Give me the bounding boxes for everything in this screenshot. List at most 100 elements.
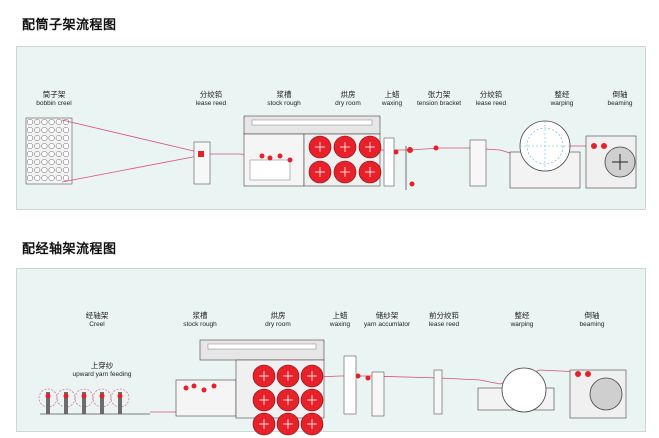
dry-room-rollers-2 [252, 364, 324, 436]
bobbin [41, 118, 48, 126]
bobbin [55, 118, 62, 126]
guide-roller [277, 153, 283, 159]
guide-roller [409, 181, 415, 187]
bobbin [62, 134, 70, 142]
section-1-title: 配筒子架流程图 [22, 18, 117, 33]
bobbin [34, 150, 41, 158]
guide-roller [183, 385, 189, 391]
bobbin [26, 126, 34, 134]
guide-roller [267, 155, 273, 161]
bobbin [34, 126, 41, 134]
bobbin [34, 142, 41, 150]
creel-beam-hub [63, 393, 69, 399]
bobbin [41, 150, 48, 158]
guide-roller [287, 157, 293, 163]
creel-beam-stand [82, 392, 86, 414]
tension-bracket [405, 145, 475, 190]
bobbin [55, 126, 62, 134]
guide-roller [393, 149, 399, 155]
lease-reed-1-marker [198, 151, 204, 157]
bobbin-grid-group [25, 117, 73, 185]
guide-roller [201, 387, 207, 393]
bobbin [26, 158, 34, 166]
creel-beam-stand [118, 392, 122, 414]
warping-drum-2 [477, 367, 555, 413]
bobbin [55, 134, 62, 142]
bobbin [62, 118, 70, 126]
bobbin [34, 158, 41, 166]
bobbin [55, 166, 62, 174]
bobbin [41, 174, 48, 182]
guide-roller [355, 373, 361, 379]
creel-beam-hub [99, 393, 105, 399]
bobbin [26, 118, 34, 126]
bobbin [48, 134, 55, 142]
guide-roller [191, 383, 197, 389]
bobbin [55, 158, 62, 166]
bobbin [26, 150, 34, 158]
lease-reed-1 [193, 141, 211, 185]
bobbin [26, 166, 34, 174]
creel-beam-hub [81, 393, 87, 399]
bobbin [55, 174, 62, 182]
bobbin [55, 150, 62, 158]
bobbin [26, 142, 34, 150]
bobbin [62, 174, 70, 182]
bobbin [34, 118, 41, 126]
warping-drum-1 [509, 120, 581, 189]
bobbin [62, 166, 70, 174]
bobbin [26, 134, 34, 142]
creel-beam-hub [45, 393, 51, 399]
bobbin [34, 134, 41, 142]
beaming-unit-2 [569, 369, 627, 419]
guide-roller [259, 153, 265, 159]
bobbin [41, 166, 48, 174]
bobbin [41, 134, 48, 142]
bobbin [48, 150, 55, 158]
guide-roller [211, 383, 217, 389]
creel-beam-stand [46, 392, 50, 414]
bobbin [48, 142, 55, 150]
bobbin [41, 126, 48, 134]
bobbin [62, 126, 70, 134]
bobbin [41, 142, 48, 150]
creel-beams [38, 388, 150, 415]
bobbin [62, 158, 70, 166]
bobbin [34, 166, 41, 174]
section-2-title: 配经轴架流程图 [22, 242, 117, 257]
yarn-accumulator [365, 371, 385, 417]
lease-reed-3 [433, 369, 443, 415]
bobbin [62, 142, 70, 150]
bobbin [62, 150, 70, 158]
bobbin [34, 174, 41, 182]
bobbin [48, 118, 55, 126]
waxing-unit-1 [383, 137, 395, 187]
bobbin [48, 174, 55, 182]
waxing-unit-2 [343, 355, 357, 415]
lease-reed-2 [469, 139, 487, 187]
bobbin [55, 142, 62, 150]
bobbin [41, 158, 48, 166]
stock-rough-rollers-1 [259, 149, 415, 187]
bobbin [48, 166, 55, 174]
beaming-unit-1 [585, 135, 637, 189]
dry-room-rollers-1 [308, 135, 382, 184]
creel-beam-stand [64, 392, 68, 414]
